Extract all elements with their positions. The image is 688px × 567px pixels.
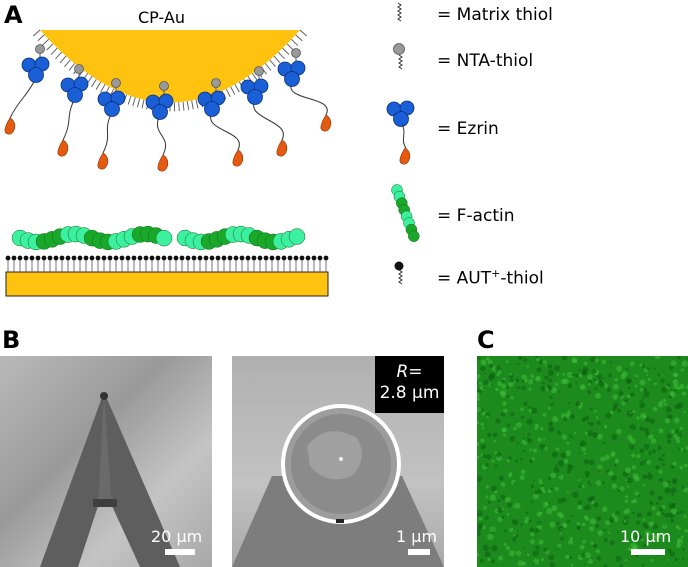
- gold-substrate: [5, 255, 329, 297]
- radius-value: 2.8 μm: [379, 383, 440, 403]
- scale-text-10um: 10 μm: [620, 527, 672, 546]
- panel-letter-c: C: [477, 326, 495, 354]
- fluorescence-texture: [477, 356, 688, 567]
- f-actin-filaments: [11, 225, 306, 251]
- legend-ezrin-label: = Ezrin: [437, 119, 499, 139]
- aut-thiol-icon: [394, 261, 404, 285]
- radius-label-box: R= 2.8 μm: [375, 356, 444, 413]
- f-actin-icon: [391, 184, 420, 242]
- scale-text-1um: 1 μm: [396, 527, 438, 546]
- colloidal-probe-sem-image: R= 2.8 μm 1 μm: [232, 356, 444, 567]
- panel-letter-a: A: [4, 1, 23, 29]
- legend-nta-thiol-label: = NTA-thiol: [437, 51, 534, 71]
- ezrin-icon: [386, 100, 415, 165]
- cantilever-shape: [40, 392, 180, 567]
- scale-bar-20um: [165, 549, 195, 555]
- legend-f-actin-label: = F-actin: [437, 206, 515, 226]
- panel-letter-b: B: [2, 326, 21, 354]
- panel-a-schematic: [4, 2, 420, 297]
- matrix-thiol-icon: [397, 2, 402, 22]
- aut-prefix: = AUT: [437, 268, 492, 289]
- radius-label: R=: [396, 362, 423, 382]
- scale-bar-10um: [631, 549, 665, 555]
- cantilever-optical-image: 20 μm: [0, 356, 212, 567]
- nta-thiol-icon: [393, 43, 405, 70]
- fluorescence-image: 10 μm: [477, 356, 688, 567]
- cp-au-label: CP-Au: [138, 8, 185, 27]
- legend-matrix-thiol-label: = Matrix thiol: [437, 5, 553, 25]
- aut-suffix: -thiol: [500, 268, 544, 289]
- ezrin-molecules: [4, 44, 332, 172]
- probe-shape: [232, 404, 444, 567]
- scale-text-20um: 20 μm: [151, 527, 203, 546]
- legend-aut-thiol-label: = AUT+-thiol: [437, 268, 544, 288]
- scale-bar-1um: [408, 549, 430, 555]
- aut-sup: +: [491, 267, 501, 280]
